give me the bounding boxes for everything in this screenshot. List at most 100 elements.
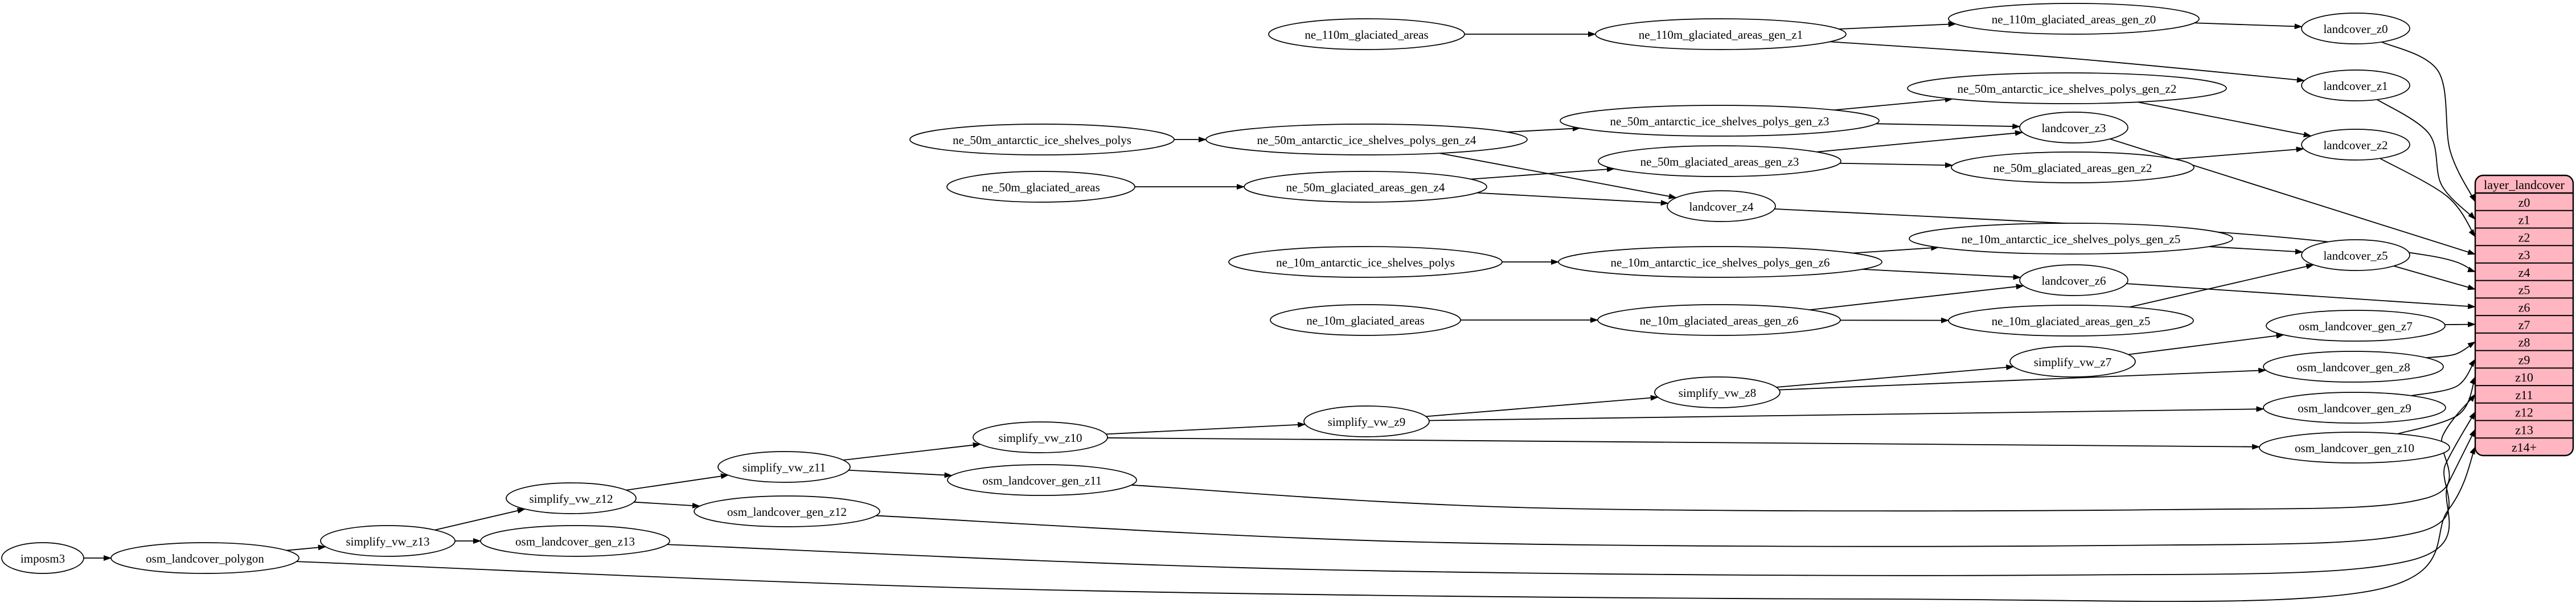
node-osm_landcover_gen_z9: osm_landcover_gen_z9 — [2263, 392, 2446, 424]
node-label: landcover_z0 — [2323, 22, 2388, 36]
node-label: ne_50m_antarctic_ice_shelves_polys — [953, 133, 1131, 147]
edge-simplify_vw_z12-to-simplify_vw_z11 — [626, 473, 729, 491]
node-label: simplify_vw_z7 — [2034, 355, 2112, 369]
node-ne_10m_antarctic_ice_shelves_polys: ne_10m_antarctic_ice_shelves_polys — [1228, 246, 1503, 278]
edge-simplify_vw_z11-to-simplify_vw_z10 — [843, 442, 981, 461]
node-ne_10m_glaciated_areas_gen_z6: ne_10m_glaciated_areas_gen_z6 — [1597, 304, 1841, 336]
node-ne_10m_antarctic_ice_shelves_polys_gen_z5: ne_10m_antarctic_ice_shelves_polys_gen_z… — [1909, 223, 2233, 255]
node-ellipse — [2301, 69, 2410, 101]
node-ellipse — [2259, 432, 2450, 464]
node-ellipse — [2009, 346, 2136, 378]
table-row-z12: z12 — [2515, 405, 2533, 420]
node-label: landcover_z3 — [2041, 121, 2106, 135]
node-ne_10m_antarctic_ice_shelves_polys_gen_z6: ne_10m_antarctic_ice_shelves_polys_gen_z… — [1558, 246, 1882, 278]
table-title: layer_landcover — [2484, 178, 2565, 192]
edge-landcover_z2-to-layer_landcover.z2 — [2380, 158, 2476, 237]
edge-ne_50m_glaciated_areas_gen_z3-to-landcover_z3 — [1816, 130, 2023, 153]
table-row-z8: z8 — [2518, 335, 2530, 350]
node-simplify_vw_z11: simplify_vw_z11 — [717, 451, 851, 483]
node-label: ne_110m_glaciated_areas — [1305, 28, 1428, 42]
edge-simplify_vw_z7-to-osm_landcover_gen_z7 — [2128, 333, 2284, 355]
node-ellipse — [2019, 264, 2128, 296]
node-label: ne_10m_glaciated_areas_gen_z6 — [1640, 314, 1799, 327]
node-label: ne_50m_glaciated_areas_gen_z3 — [1640, 155, 1799, 169]
node-label: osm_landcover_gen_z8 — [2296, 360, 2410, 374]
node-label: ne_50m_antarctic_ice_shelves_polys_gen_z… — [1958, 82, 2177, 96]
node-ellipse — [947, 464, 1137, 496]
node-label: imposm3 — [20, 552, 65, 565]
table-row-z10: z10 — [2515, 370, 2533, 384]
node-osm_landcover_gen_z11: osm_landcover_gen_z11 — [947, 464, 1137, 496]
node-landcover_z1: landcover_z1 — [2301, 69, 2410, 101]
node-osm_landcover_gen_z10: osm_landcover_gen_z10 — [2259, 432, 2450, 464]
node-label: osm_landcover_gen_z11 — [982, 474, 1101, 487]
node-simplify_vw_z12: simplify_vw_z12 — [506, 482, 637, 514]
edge-ne_50m_antarctic_ice_shelves_polys_gen_z3-to-ne_50m_antarctic_ice_shelves_polys_gen_z2 — [1833, 97, 1953, 111]
node-ne_50m_antarctic_ice_shelves_polys_gen_z3: ne_50m_antarctic_ice_shelves_polys_gen_z… — [1560, 105, 1880, 137]
node-label: ne_10m_antarctic_ice_shelves_polys — [1276, 256, 1455, 269]
node-ellipse — [1598, 145, 1841, 177]
node-ellipse — [1948, 3, 2200, 35]
table-row-z7: z7 — [2518, 318, 2530, 332]
node-osm_landcover_polygon: osm_landcover_polygon — [110, 542, 300, 574]
edge-osm_landcover_gen_z9-to-layer_landcover.z9 — [2411, 359, 2476, 396]
edge-ne_50m_glaciated_areas_gen_z2-to-landcover_z2 — [2175, 146, 2304, 160]
edge-ne_110m_glaciated_areas_gen_z0-to-landcover_z0 — [2194, 22, 2303, 30]
node-ellipse — [694, 495, 880, 527]
node-ellipse — [480, 525, 670, 557]
node-ellipse — [110, 542, 300, 574]
edge-ne_50m_antarctic_ice_shelves_polys_gen_z4-to-landcover_z4 — [1439, 153, 1677, 199]
node-label: osm_landcover_gen_z13 — [515, 535, 635, 548]
edge-osm_landcover_polygon-to-simplify_vw_z13 — [286, 544, 326, 551]
node-label: simplify_vw_z9 — [1328, 415, 1406, 429]
edges — [84, 21, 2476, 602]
edge-ne_10m_glaciated_areas_gen_z6-to-landcover_z6 — [1810, 284, 2024, 310]
node-label: landcover_z1 — [2323, 79, 2388, 93]
node-ellipse — [1268, 18, 1465, 50]
table-row-z9: z9 — [2518, 352, 2530, 367]
edge-simplify_vw_z10-to-simplify_vw_z9 — [1106, 421, 1306, 435]
node-osm_landcover_gen_z8: osm_landcover_gen_z8 — [2263, 351, 2444, 383]
table-row-z5: z5 — [2518, 283, 2530, 297]
edge-simplify_vw_z13-to-simplify_vw_z12 — [434, 508, 526, 531]
node-ellipse — [717, 451, 851, 483]
edge-ne_50m_antarctic_ice_shelves_polys_gen_z2-to-landcover_z2 — [2137, 101, 2312, 138]
edge-landcover_z1-to-layer_landcover.z1 — [2377, 99, 2476, 220]
node-ellipse — [1909, 223, 2233, 255]
table-row-z11: z11 — [2516, 388, 2533, 402]
node-label: simplify_vw_z12 — [530, 492, 613, 506]
node-label: osm_landcover_gen_z10 — [2295, 441, 2414, 455]
edge-osm_landcover_gen_z12-to-layer_landcover.z12 — [876, 411, 2476, 547]
edge-ne_50m_antarctic_ice_shelves_polys_gen_z3-to-landcover_z3 — [1876, 123, 2021, 129]
node-ne_10m_glaciated_areas_gen_z5: ne_10m_glaciated_areas_gen_z5 — [1948, 305, 2194, 337]
node-simplify_vw_z10: simplify_vw_z10 — [973, 421, 1108, 453]
node-ne_50m_antarctic_ice_shelves_polys: ne_50m_antarctic_ice_shelves_polys — [909, 124, 1175, 155]
node-ellipse — [1228, 246, 1503, 278]
node-simplify_vw_z8: simplify_vw_z8 — [1654, 376, 1781, 408]
table-row-z1: z1 — [2518, 213, 2530, 227]
node-ne_110m_glaciated_areas_gen_z0: ne_110m_glaciated_areas_gen_z0 — [1948, 3, 2200, 35]
node-landcover_z6: landcover_z6 — [2019, 264, 2128, 296]
node-label: ne_50m_glaciated_areas — [982, 181, 1100, 194]
edge-landcover_z0-to-layer_landcover.z0 — [2381, 41, 2476, 203]
node-ellipse — [973, 421, 1108, 453]
edge-simplify_vw_z9-to-osm_landcover_gen_z9 — [1429, 406, 2265, 421]
node-ellipse — [1907, 72, 2227, 104]
node-osm_landcover_gen_z7: osm_landcover_gen_z7 — [2266, 310, 2446, 342]
node-simplify_vw_z13: simplify_vw_z13 — [320, 525, 456, 557]
table-row-z6: z6 — [2518, 300, 2530, 314]
node-landcover_z4: landcover_z4 — [1667, 190, 1776, 222]
node-label: landcover_z5 — [2323, 249, 2388, 263]
node-ellipse — [2263, 351, 2444, 383]
table-row-z14+: z14+ — [2512, 440, 2537, 454]
node-ellipse — [2301, 13, 2410, 44]
table-row-z4: z4 — [2518, 265, 2530, 280]
edge-simplify_vw_z8-to-osm_landcover_gen_z8 — [1779, 367, 2267, 391]
node-simplify_vw_z9: simplify_vw_z9 — [1303, 405, 1430, 437]
node-ellipse — [1595, 18, 1847, 50]
node-label: ne_50m_glaciated_areas_gen_z4 — [1286, 181, 1445, 194]
edge-osm_landcover_gen_z13-to-layer_landcover.z13 — [667, 429, 2476, 576]
node-ellipse — [2301, 129, 2410, 161]
node-label: osm_landcover_gen_z12 — [727, 505, 847, 519]
edge-osm_landcover_polygon-to-layer_landcover.z14+ — [296, 446, 2476, 602]
